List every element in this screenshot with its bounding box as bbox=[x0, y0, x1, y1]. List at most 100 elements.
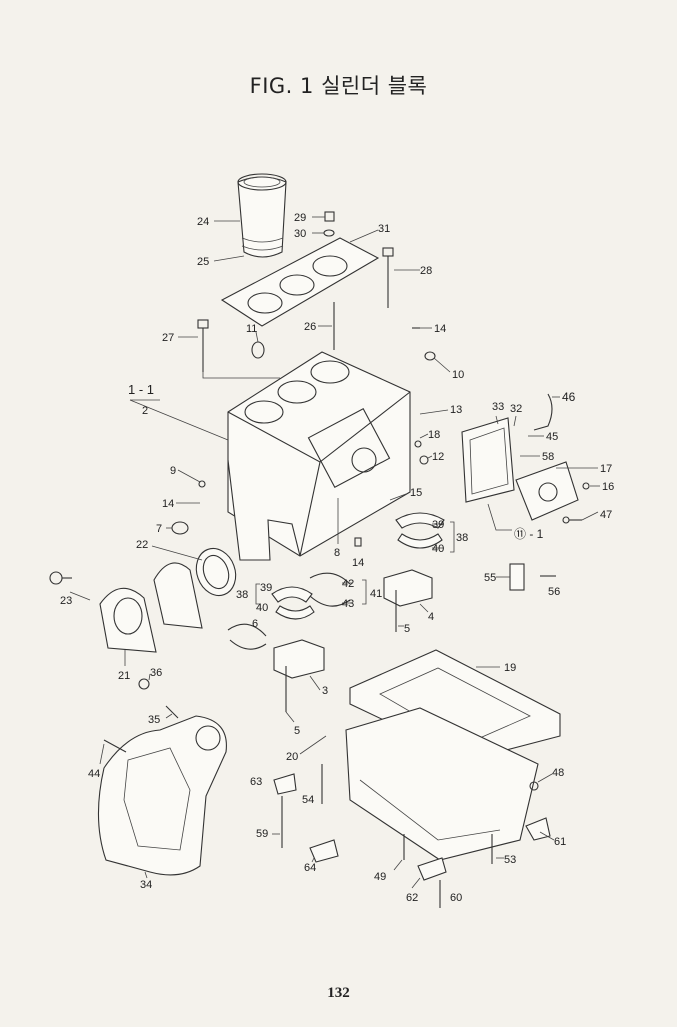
callout-19: 19 bbox=[504, 662, 516, 674]
bolt-16 bbox=[582, 482, 590, 490]
callout-40-a: 40 bbox=[432, 543, 444, 555]
head-bolt-28 bbox=[382, 247, 394, 308]
plug-29 bbox=[324, 211, 335, 222]
bracket-62 bbox=[417, 857, 447, 881]
callout-40-b: 40 bbox=[256, 602, 268, 614]
callout-14-b: 14 bbox=[162, 498, 174, 510]
callout-33: 33 bbox=[492, 401, 504, 413]
bolt-27 bbox=[197, 319, 209, 372]
callout-15: 15 bbox=[410, 487, 422, 499]
callout-25: 25 bbox=[197, 256, 209, 268]
oil-pump-assembly bbox=[515, 461, 579, 521]
callout-39-a: 39 bbox=[432, 519, 444, 531]
bolt-23 bbox=[49, 571, 72, 585]
gasket-rear bbox=[153, 562, 203, 629]
bolt-36 bbox=[138, 678, 150, 690]
callout-9: 9 bbox=[170, 465, 176, 477]
callout-22: 22 bbox=[136, 539, 148, 551]
callout-39-b: 39 bbox=[260, 582, 272, 594]
bearing-39b bbox=[271, 586, 313, 603]
callout-3: 3 bbox=[322, 685, 328, 697]
ring-12 bbox=[419, 455, 429, 465]
pin-35 bbox=[165, 705, 179, 719]
callout-55: 55 bbox=[484, 572, 496, 584]
plug-9 bbox=[198, 480, 206, 488]
callout-27: 27 bbox=[162, 332, 174, 344]
callout-14: 14 bbox=[434, 323, 446, 335]
callout-23: 23 bbox=[60, 595, 72, 607]
callout-53: 53 bbox=[504, 854, 516, 866]
cylinder-liner bbox=[237, 173, 287, 258]
head-gasket bbox=[220, 237, 380, 327]
page-number: 132 bbox=[327, 985, 350, 1001]
callout-32: 32 bbox=[510, 403, 522, 415]
callout-1-1: 1 - 1 bbox=[128, 382, 154, 397]
callout-2: 2 bbox=[142, 405, 148, 417]
callout-62: 62 bbox=[406, 892, 418, 904]
callout-60: 60 bbox=[450, 892, 462, 904]
bearing-cap-3 bbox=[273, 639, 325, 679]
bolt-47 bbox=[562, 516, 582, 524]
pin-14c bbox=[354, 537, 362, 547]
washer-6 bbox=[227, 623, 267, 650]
callout-38-a: 38 bbox=[456, 532, 468, 544]
bolt-44 bbox=[103, 739, 127, 753]
plug-18 bbox=[414, 440, 422, 448]
cylinder-block bbox=[227, 351, 411, 561]
callout-11-1: ⑪ - 1 bbox=[514, 527, 544, 541]
callout-17: 17 bbox=[600, 463, 612, 475]
oil-seal-housing-21 bbox=[99, 587, 157, 653]
callout-44: 44 bbox=[88, 768, 100, 780]
main-bearing-40 bbox=[397, 533, 443, 549]
callout-30: 30 bbox=[294, 228, 306, 240]
callout-24: 24 bbox=[197, 216, 209, 228]
callout-26: 26 bbox=[304, 321, 316, 333]
callout-56: 56 bbox=[548, 586, 560, 598]
callout-54: 54 bbox=[302, 794, 314, 806]
oil-pan-20 bbox=[345, 707, 539, 861]
callout-36: 36 bbox=[150, 667, 162, 679]
bearing-40b bbox=[275, 605, 315, 620]
callout-18: 18 bbox=[428, 429, 440, 441]
callout-7: 7 bbox=[156, 523, 162, 535]
callout-38-b: 38 bbox=[236, 589, 248, 601]
callout-6: 6 bbox=[252, 618, 258, 630]
callout-46: 46 bbox=[562, 390, 576, 404]
callout-12: 12 bbox=[432, 451, 444, 463]
callout-14-c: 14 bbox=[352, 557, 364, 569]
callout-8: 8 bbox=[334, 547, 340, 559]
callout-5-a: 5 bbox=[404, 623, 410, 635]
callout-21: 21 bbox=[118, 670, 130, 682]
plug-30 bbox=[323, 229, 335, 237]
bracket-55 bbox=[509, 563, 525, 591]
callout-4: 4 bbox=[428, 611, 434, 623]
callout-35: 35 bbox=[148, 714, 160, 726]
bracket-61 bbox=[525, 817, 551, 841]
callout-34: 34 bbox=[140, 879, 152, 891]
figure-title: FIG. 1 실린더 블록 bbox=[249, 74, 428, 98]
dipstick-guide-46 bbox=[533, 393, 553, 431]
callout-29: 29 bbox=[294, 212, 306, 224]
callout-16: 16 bbox=[602, 481, 614, 493]
bracket-63 bbox=[273, 773, 297, 795]
callout-63: 63 bbox=[250, 776, 262, 788]
callout-43: 43 bbox=[342, 598, 354, 610]
callout-20: 20 bbox=[286, 751, 298, 763]
drain-plug-48 bbox=[529, 781, 539, 791]
callout-45: 45 bbox=[546, 431, 558, 443]
callout-10: 10 bbox=[452, 369, 464, 381]
callout-11: 11 bbox=[246, 323, 257, 335]
callout-59: 59 bbox=[256, 828, 268, 840]
callout-41: 41 bbox=[370, 588, 382, 600]
thrust-washer-42 bbox=[309, 572, 351, 585]
callout-49: 49 bbox=[374, 871, 386, 883]
rear-seal-22 bbox=[195, 547, 237, 597]
plug-10 bbox=[424, 351, 436, 361]
callout-64: 64 bbox=[304, 862, 316, 874]
flywheel-housing-34 bbox=[97, 715, 227, 876]
callout-28: 28 bbox=[420, 265, 432, 277]
callout-31: 31 bbox=[378, 223, 390, 235]
plug-11 bbox=[251, 341, 265, 359]
plug-7 bbox=[171, 521, 189, 535]
